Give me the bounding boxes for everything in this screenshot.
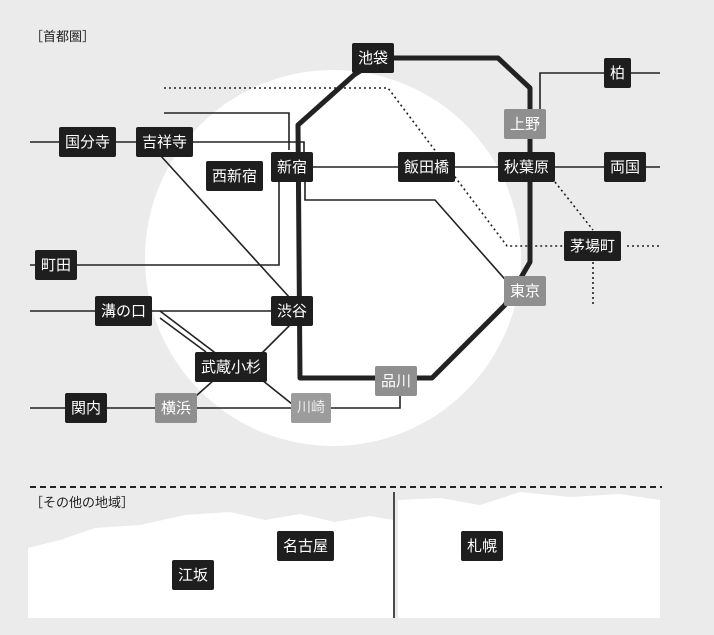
- station-nagoya[interactable]: 名古屋: [277, 531, 335, 561]
- station-mizonokuchi[interactable]: 溝の口: [95, 296, 153, 326]
- station-musashikosugi[interactable]: 武蔵小杉: [195, 352, 268, 382]
- station-nishishinjuku[interactable]: 西新宿: [206, 161, 264, 191]
- station-ikebukuro[interactable]: 池袋: [352, 43, 395, 73]
- station-esaka[interactable]: 江坂: [172, 560, 215, 590]
- station-kayabacho[interactable]: 茅場町: [564, 231, 622, 261]
- station-kannai[interactable]: 関内: [65, 393, 108, 423]
- station-kawasaki[interactable]: 川崎: [291, 393, 331, 423]
- station-sapporo[interactable]: 札幌: [461, 531, 504, 561]
- thin-lines: [30, 72, 660, 618]
- land-silhouette-east: [398, 492, 660, 618]
- station-akihabara[interactable]: 秋葉原: [498, 152, 556, 182]
- station-machida[interactable]: 町田: [35, 250, 78, 280]
- station-shinagawa[interactable]: 品川: [375, 366, 418, 396]
- yamanote-loop-line: [295, 55, 533, 381]
- station-kokubunji[interactable]: 国分寺: [59, 127, 117, 157]
- station-shibuya[interactable]: 渋谷: [271, 296, 314, 326]
- other-regions-label: ［その他の地域］: [30, 496, 135, 511]
- station-tokyo[interactable]: 東京: [504, 276, 547, 306]
- station-yokohama[interactable]: 横浜: [155, 393, 198, 423]
- station-kichijoji[interactable]: 吉祥寺: [136, 127, 194, 157]
- metro-area-circle: [145, 70, 521, 446]
- dotted-lines: [164, 87, 662, 305]
- station-shinjuku[interactable]: 新宿: [271, 152, 314, 182]
- station-ueno[interactable]: 上野: [504, 109, 547, 139]
- station-kashiwa[interactable]: 柏: [604, 58, 632, 88]
- metro-area-label: ［首都圏］: [30, 30, 96, 45]
- station-ryogoku[interactable]: 両国: [604, 152, 647, 182]
- station-iidabashi[interactable]: 飯田橋: [398, 152, 456, 182]
